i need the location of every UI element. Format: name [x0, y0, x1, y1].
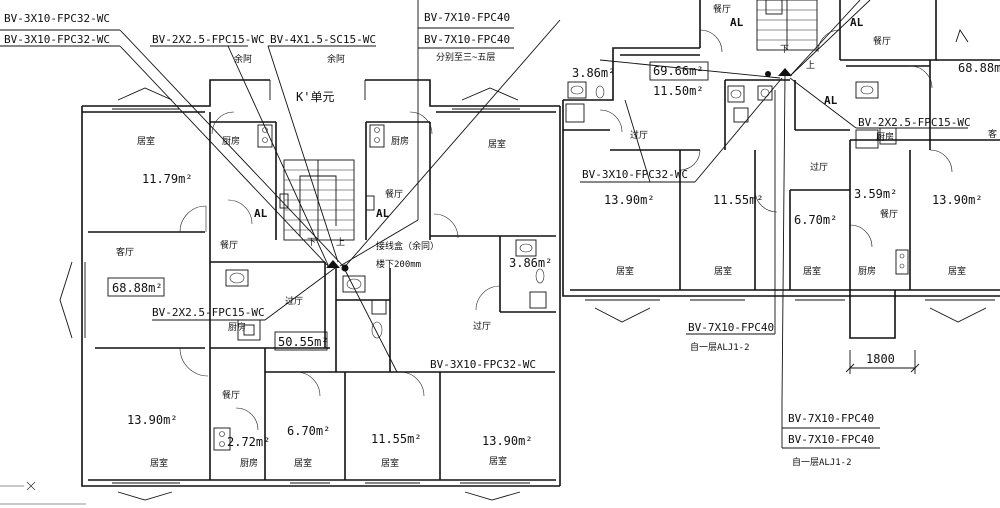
- junction-height-note: 楼下200mm: [376, 258, 421, 270]
- room-label: 客: [988, 128, 997, 140]
- area-labels: 11.79m² 68.88m² 50.55m² 13.90m² 2.72m² 6…: [112, 61, 1000, 449]
- stair-down: 下: [307, 238, 316, 248]
- room-area: 3.59m²: [854, 187, 897, 201]
- cable-label: BV-3X10-FPC32-WC: [4, 12, 110, 25]
- left-doors: [179, 111, 501, 431]
- room-label: 餐厅: [385, 188, 403, 200]
- room-label: 余阿: [234, 53, 252, 65]
- al-panel-symbol: AL: [254, 207, 268, 220]
- room-area: 13.90m²: [604, 193, 655, 207]
- room-area: 68.88m²: [112, 281, 163, 295]
- room-label: 居室: [948, 265, 966, 277]
- stair-down: 下: [780, 45, 789, 55]
- room-label: 厨房: [876, 131, 894, 143]
- room-label: 居室: [294, 457, 312, 469]
- room-label: 过厅: [285, 295, 303, 307]
- al-panel-symbol: AL: [376, 207, 390, 220]
- room-area: 13.90m²: [482, 434, 533, 448]
- room-label: 客厅: [116, 246, 134, 258]
- room-label: 居室: [150, 457, 168, 469]
- room-area: 68.88m: [958, 61, 1000, 75]
- room-label: 居室: [381, 457, 399, 469]
- room-area: 69.66m²: [653, 64, 704, 78]
- al-panel-symbol: AL: [824, 94, 838, 107]
- room-label: 居室: [489, 455, 507, 467]
- cable-label: BV-3X10-FPC32-WC: [4, 33, 110, 46]
- room-labels: 居室 厨房 厨房 居室 餐厅 客厅 餐厅 过厅 厨房 过厅 餐厅 居室 厨房 居…: [116, 3, 997, 469]
- junction-note: 接线盒（余同）: [376, 240, 439, 252]
- cable-label: BV-7X10-FPC40: [688, 321, 774, 334]
- room-label: 厨房: [391, 135, 409, 147]
- unit-label: K'单元: [296, 90, 334, 104]
- right-stair-core: [756, 0, 818, 77]
- room-label: 过厅: [630, 129, 648, 141]
- floor-feed-note: 自一层ALJ1-2: [792, 456, 852, 468]
- room-label: 居室: [488, 138, 506, 150]
- cable-label: BV-7X10-FPC40: [788, 433, 874, 446]
- branch-note: 分别至三~五层: [436, 52, 495, 63]
- room-area: 11.50m²: [653, 84, 704, 98]
- left-fixtures: [213, 124, 547, 451]
- stair-up: 上: [806, 60, 815, 71]
- room-label: 过厅: [810, 161, 828, 173]
- room-label: 厨房: [228, 321, 246, 333]
- room-area: 3.86m²: [572, 66, 615, 80]
- notes: 分别至三~五层 K'单元 接线盒（余同） 楼下200mm 自一层ALJ1-2 自…: [296, 45, 852, 468]
- cable-label: BV-3X10-FPC32-WC: [582, 168, 688, 181]
- room-area: 13.90m²: [127, 413, 178, 427]
- left-unit-windows: [59, 87, 564, 501]
- panel-symbols: AL AL AL AL AL: [254, 16, 864, 220]
- room-label: 过厅: [473, 320, 491, 332]
- room-label: 餐厅: [220, 239, 238, 251]
- room-label: 厨房: [222, 135, 240, 147]
- cable-label: BV-3X10-FPC32-WC: [430, 358, 536, 371]
- room-label: 厨房: [240, 457, 258, 469]
- stair-up: 上: [336, 237, 345, 248]
- right-windows: [585, 28, 995, 323]
- ucs-axis-icon: [0, 481, 86, 505]
- area-boxes: [107, 61, 709, 351]
- dimension-1800: [845, 350, 920, 374]
- room-area: 13.90m²: [932, 193, 983, 207]
- al-panel-symbol: AL: [850, 16, 864, 29]
- room-area: 6.70m²: [287, 424, 330, 438]
- right-fixtures: [565, 0, 909, 275]
- cable-label: BV-2X2.5-FPC15-WC: [152, 33, 265, 46]
- room-area: 11.79m²: [142, 172, 193, 186]
- right-unit-walls: [562, 0, 1000, 339]
- cable-label: BV-2X2.5-FPC15-WC: [858, 116, 971, 129]
- floor-feed-note: 自一层ALJ1-2: [690, 341, 750, 353]
- dimension-label: 1800: [866, 352, 895, 366]
- room-label: 餐厅: [873, 35, 891, 47]
- room-area: 6.70m²: [794, 213, 837, 227]
- cable-label: BV-4X1.5-SC15-WC: [270, 33, 376, 46]
- al-panel-symbol: AL: [730, 16, 744, 29]
- room-area: 2.72m²: [227, 435, 270, 449]
- cable-labels: BV-3X10-FPC32-WC BV-3X10-FPC32-WC BV-2X2…: [4, 11, 971, 446]
- room-area: 3.86m²: [509, 256, 552, 270]
- cable-label: BV-7X10-FPC40: [424, 11, 510, 24]
- cable-label: BV-7X10-FPC40: [788, 412, 874, 425]
- cable-label: BV-2X2.5-FPC15-WC: [152, 306, 265, 319]
- room-label: 餐厅: [713, 3, 731, 15]
- room-label: 居室: [803, 265, 821, 277]
- room-area: 50.55m²: [278, 335, 329, 349]
- room-label: 餐厅: [880, 208, 898, 220]
- room-area: 11.55m²: [371, 432, 422, 446]
- room-label: 餐厅: [222, 389, 240, 401]
- room-label: 厨房: [858, 265, 876, 277]
- room-label: 居室: [714, 265, 732, 277]
- leader-lines: [0, 0, 968, 449]
- cable-label: BV-7X10-FPC40: [424, 33, 510, 46]
- room-area: 11.55m²: [713, 193, 764, 207]
- room-label: 居室: [616, 265, 634, 277]
- right-doors: [599, 29, 953, 248]
- room-label: 余阿: [327, 53, 345, 65]
- room-label: 居室: [137, 135, 155, 147]
